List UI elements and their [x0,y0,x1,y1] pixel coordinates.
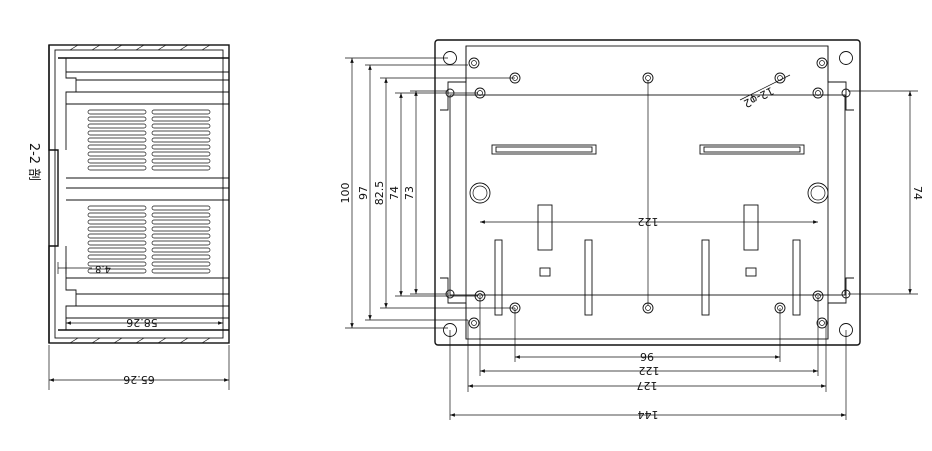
vent-slot [87,205,147,211]
hole [468,317,480,329]
hole-inner [645,75,651,81]
vent-slot [87,158,147,164]
vent-slot [87,240,147,246]
vent-slot [151,151,211,157]
vent-slot [151,247,211,253]
hole [839,51,853,65]
rail-right [699,144,805,155]
hole-inner [815,90,821,96]
vent-slot [151,261,211,267]
hole-inner [471,60,477,66]
vent-slot [87,268,147,274]
vent-slot [87,123,147,129]
right-height-label: 74 [911,186,924,200]
hole-inner [777,75,783,81]
vent-slot [151,268,211,274]
section-label: 2-2 剖 [26,143,41,181]
height-label-100: 100 [339,183,352,204]
height-label-82-5: 82.5 [373,181,386,206]
vent-slot [151,226,211,232]
hole [816,317,828,329]
bottom-label-144: 144 [638,408,659,421]
vent-slot [151,158,211,164]
hole-note: 12-φ2 [741,84,776,110]
vent-slot [151,233,211,239]
vent-slot [151,165,211,171]
vent-slot [151,144,211,150]
vent-slot [87,212,147,218]
vent-slot [151,219,211,225]
vent-slot [87,233,147,239]
vent-slot [87,226,147,232]
right-height-dimension: 74 [848,90,924,295]
vent-slot [87,254,147,260]
vent-slot [87,219,147,225]
inner-width-label: 58.26 [126,316,158,329]
vent-slot [151,116,211,122]
side-section-view: 58.26 4.8 65.26 2-2 剖 [26,44,230,390]
vent-slot [151,205,211,211]
hole-inner [472,185,488,201]
rail-left [491,144,597,155]
bottom-label-127: 127 [637,379,658,392]
bottom-label-122: 122 [639,364,660,377]
front-view: 122 12-φ2 100 97 82.5 74 73 [339,39,924,421]
vertical-slots [494,204,801,316]
bottom-label-96: 96 [640,350,654,363]
bottom-dimensions: 96 122 127 144 [449,296,847,421]
hole [816,57,828,69]
hole [774,72,786,84]
hole-inner [819,320,825,326]
offset-label: 4.8 [95,263,111,274]
hole-inner [645,305,651,311]
vent-slots [87,109,211,274]
hole [469,182,491,204]
hole [812,87,824,99]
hole [807,182,829,204]
vent-slot [151,137,211,143]
height-dimensions: 100 97 82.5 74 73 [339,57,515,329]
height-label-74: 74 [388,186,401,200]
height-label-73: 73 [403,186,416,200]
vent-slot [151,240,211,246]
vent-slot [87,165,147,171]
vent-slot [87,144,147,150]
vent-slot [151,254,211,260]
hole-inner [810,185,826,201]
vent-slot [87,116,147,122]
vent-slot [151,109,211,115]
hole [468,57,480,69]
vent-slot [87,261,147,267]
vent-slot [151,212,211,218]
height-label-97: 97 [357,186,370,200]
hole [841,88,851,98]
hole-inner [471,320,477,326]
vent-slot [87,247,147,253]
center-span-label: 122 [638,215,659,228]
vent-slot [151,130,211,136]
overall-width-label: 65.26 [123,373,155,386]
hole-inner [819,60,825,66]
vent-slot [87,137,147,143]
vent-slot [87,130,147,136]
vent-slot [87,109,147,115]
vent-slot [151,123,211,129]
vent-slot [87,151,147,157]
